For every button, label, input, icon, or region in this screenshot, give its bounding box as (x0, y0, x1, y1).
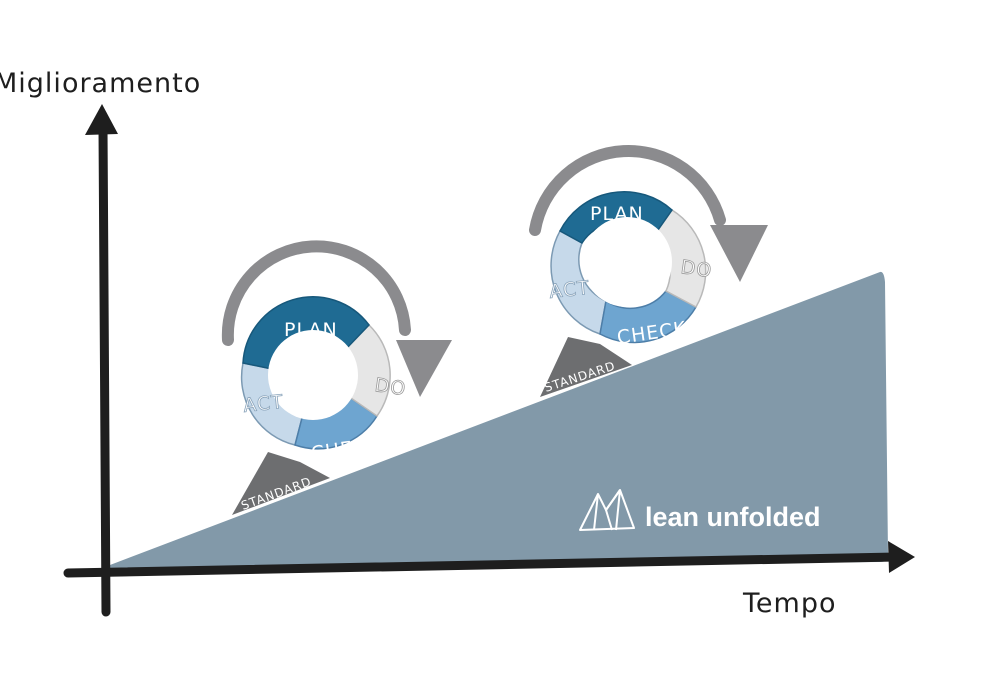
standard-wedge (232, 452, 330, 515)
y-axis-label: Miglioramento (0, 68, 201, 99)
axes: Miglioramento Tempo (0, 68, 915, 619)
brand-name: lean unfolded (645, 502, 821, 532)
pdca-cycle-2: STANDARD PLAN DO CHECK ACT (529, 145, 768, 397)
plan-label: PLAN (590, 203, 644, 225)
ring-center (268, 330, 358, 420)
act-label: ACT (242, 391, 285, 417)
act-segment (550, 229, 607, 335)
improvement-slope (110, 271, 888, 568)
pdca-ring (240, 296, 391, 450)
brand-watermark: lean unfolded (579, 489, 821, 532)
y-axis-arrowhead (85, 104, 118, 135)
x-axis (63, 552, 900, 578)
cycle-arrow (221, 240, 411, 346)
do-label: DO (373, 374, 407, 400)
ring-center (582, 217, 672, 307)
origami-mountain-icon (579, 489, 635, 531)
cycle-arrowhead (710, 225, 768, 282)
y-axis (98, 123, 111, 617)
cycle-arrowhead (396, 340, 452, 397)
plan-label: PLAN (284, 319, 338, 341)
cycle-arrow (529, 145, 726, 236)
standard-wedge (540, 337, 632, 397)
pdca-ring (550, 191, 707, 344)
do-label: DO (679, 256, 713, 282)
act-label: ACT (548, 277, 591, 303)
x-axis-label: Tempo (742, 588, 836, 619)
x-axis-arrowhead (888, 541, 915, 573)
